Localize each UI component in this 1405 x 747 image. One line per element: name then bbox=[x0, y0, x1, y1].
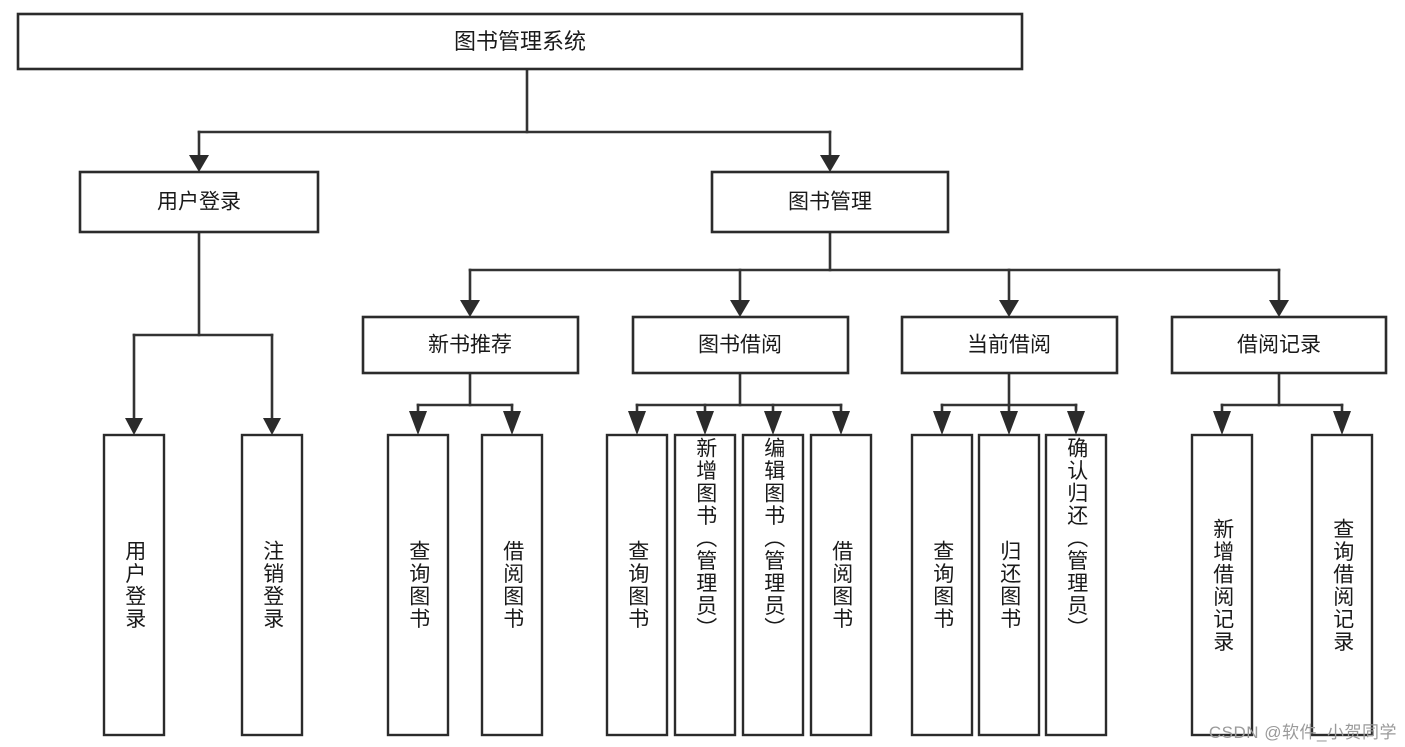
node-current-borrow[interactable]: 当前借阅 bbox=[900, 315, 1119, 375]
arrow-head-query-book-borrow bbox=[628, 411, 646, 435]
node-book-borrow[interactable]: 图书借阅 bbox=[631, 315, 850, 375]
node-add-book-admin-box[interactable] bbox=[673, 433, 737, 737]
arrow-head-confirm-return-admin bbox=[1067, 411, 1085, 435]
node-user-logout-box[interactable] bbox=[240, 433, 304, 737]
arrow-head-user-login-do bbox=[125, 418, 143, 435]
node-user-login[interactable]: 用户登录 bbox=[78, 170, 320, 234]
node-user-login-do-box[interactable] bbox=[102, 433, 166, 737]
edge-layer bbox=[125, 67, 1351, 435]
arrow-head-return-book bbox=[1000, 411, 1018, 435]
node-new-book-recommend[interactable]: 新书推荐 bbox=[361, 315, 580, 375]
node-current-borrow-label: 当前借阅 bbox=[967, 334, 1051, 357]
arrow-head-borrow-record bbox=[1269, 300, 1289, 317]
arrow-head-book-borrow bbox=[730, 300, 750, 317]
node-confirm-return-admin-box[interactable] bbox=[1044, 433, 1108, 737]
watermark-label: CSDN @软件_小贺同学 bbox=[1208, 723, 1397, 742]
node-borrow-record-label: 借阅记录 bbox=[1237, 334, 1321, 357]
arrow-head-user-login bbox=[189, 155, 209, 172]
node-new-book-recommend-box[interactable] bbox=[361, 315, 580, 375]
node-new-book-recommend-label: 新书推荐 bbox=[428, 334, 512, 357]
arrow-head-query-book-current bbox=[933, 411, 951, 435]
arrow-head-current-borrow bbox=[999, 300, 1019, 317]
node-query-book-borrow-box[interactable] bbox=[605, 433, 669, 737]
node-borrow-record[interactable]: 借阅记录 bbox=[1170, 315, 1388, 375]
arrow-head-borrow-book bbox=[832, 411, 850, 435]
arrow-head-user-logout bbox=[263, 418, 281, 435]
arrow-head-query-book-rec bbox=[409, 411, 427, 435]
node-root-label: 图书管理系统 bbox=[454, 29, 586, 54]
arrow-head-edit-book-admin bbox=[764, 411, 782, 435]
node-borrow-book-box[interactable] bbox=[809, 433, 873, 737]
node-book-borrow-box[interactable] bbox=[631, 315, 850, 375]
node-book-manage-box[interactable] bbox=[710, 170, 950, 234]
node-add-borrow-record-box[interactable] bbox=[1190, 433, 1254, 737]
node-return-book-box[interactable] bbox=[977, 433, 1041, 737]
node-current-borrow-box[interactable] bbox=[900, 315, 1119, 375]
node-root[interactable]: 图书管理系统 bbox=[16, 12, 1024, 71]
node-query-book-current-box[interactable] bbox=[910, 433, 974, 737]
node-layer: 图书管理系统 用户登录 图书管理 新书推荐 图书借阅 bbox=[16, 12, 1388, 737]
node-borrow-book-rec-box[interactable] bbox=[480, 433, 544, 737]
node-book-manage-label: 图书管理 bbox=[788, 191, 872, 214]
arrow-head-borrow-book-rec bbox=[503, 411, 521, 435]
node-edit-book-admin-box[interactable] bbox=[741, 433, 805, 737]
node-query-book-rec-box[interactable] bbox=[386, 433, 450, 737]
arrow-head-add-borrow-record bbox=[1213, 411, 1231, 435]
arrow-head-book-manage bbox=[820, 155, 840, 172]
node-borrow-record-box[interactable] bbox=[1170, 315, 1388, 375]
node-root-box[interactable] bbox=[16, 12, 1024, 71]
arrow-head-add-book-admin bbox=[696, 411, 714, 435]
node-book-borrow-label: 图书借阅 bbox=[698, 334, 782, 357]
node-book-manage[interactable]: 图书管理 bbox=[710, 170, 950, 234]
node-user-login-box[interactable] bbox=[78, 170, 320, 234]
node-user-login-label: 用户登录 bbox=[157, 191, 241, 214]
arrow-head-query-borrow-record bbox=[1333, 411, 1351, 435]
node-query-borrow-record-box[interactable] bbox=[1310, 433, 1374, 737]
arrow-head-new-book-recommend bbox=[460, 300, 480, 317]
